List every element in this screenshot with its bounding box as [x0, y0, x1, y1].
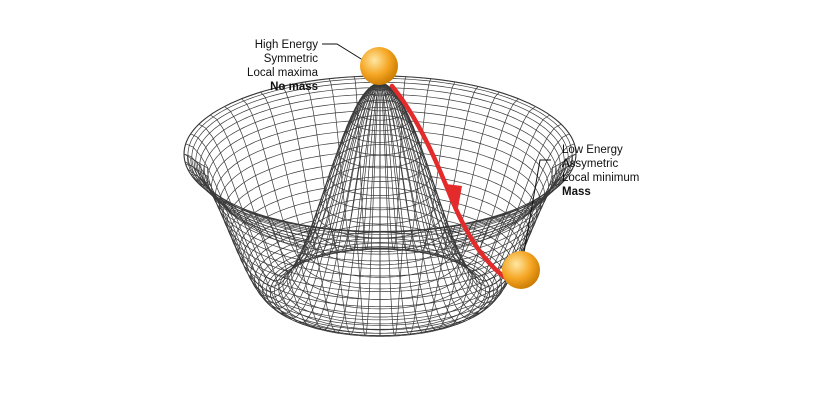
mesh-line [324, 83, 381, 331]
mesh-line [284, 83, 381, 315]
low-label-line-1: Low Energy [562, 144, 623, 156]
mesh-line [185, 163, 272, 299]
mesh-line [379, 83, 395, 336]
mesh-line [329, 228, 352, 335]
mesh-line [304, 81, 339, 252]
mesh-line [474, 114, 550, 271]
mesh-line [379, 83, 468, 319]
mesh-line [190, 173, 275, 304]
mesh-line [190, 133, 275, 282]
mesh-line [379, 83, 448, 327]
mesh-line [457, 98, 519, 262]
mesh-line [313, 83, 381, 259]
mesh-line [312, 83, 381, 327]
descent-arrowhead [446, 184, 462, 208]
mesh-line [408, 78, 432, 250]
mesh-line [434, 221, 479, 331]
mesh-line [305, 225, 339, 333]
mesh-surface [183, 75, 577, 337]
mesh-line [421, 225, 455, 333]
mesh-line [354, 230, 366, 336]
mesh-line [281, 86, 326, 255]
mesh-line [270, 218, 285, 243]
mesh-line [281, 221, 326, 331]
mesh-line [467, 201, 536, 319]
mesh-line [379, 82, 423, 253]
mesh-line [365, 83, 381, 336]
mesh-line [216, 197, 237, 219]
mesh-line [292, 83, 381, 267]
low-state-label: Low Energy Assymetric Local minimum Mass [562, 144, 639, 198]
high-label-line-1: High Energy [255, 39, 319, 51]
mesh-line [457, 208, 519, 324]
mesh-line [393, 76, 406, 249]
mesh-line [198, 123, 279, 276]
mesh-line [379, 82, 436, 256]
mesh-line [255, 214, 271, 238]
mesh-line [241, 208, 303, 324]
high-energy-ball [360, 47, 398, 85]
mesh-line [198, 183, 279, 310]
low-label-bold-line: Mass [562, 186, 591, 198]
mesh-line [379, 82, 409, 251]
mesh-line [210, 114, 286, 271]
mesh-line [324, 82, 381, 256]
mesh-line [183, 153, 271, 293]
descent-path-arrow [389, 83, 515, 285]
mesh-line [379, 83, 436, 331]
mesh-line [523, 197, 544, 219]
low-state-leader-line [521, 159, 551, 265]
mesh-line [485, 173, 570, 304]
mesh-line [278, 83, 380, 276]
mesh-line [408, 228, 431, 335]
mesh-line [265, 291, 495, 337]
mesh-line [379, 83, 468, 267]
mesh-line [394, 230, 406, 336]
mesh-line [260, 91, 314, 258]
mesh-line [351, 83, 381, 335]
mesh-line [446, 91, 500, 258]
mesh-line [185, 143, 272, 287]
mesh-line [488, 163, 575, 299]
mesh-line [481, 123, 562, 276]
mesh-line [485, 133, 570, 282]
mesh-line [379, 83, 409, 335]
mesh-line [354, 76, 367, 249]
mesh-line [489, 214, 505, 238]
mesh-line [475, 218, 490, 243]
mesh-line [292, 83, 381, 319]
low-label-line-3: Local minimum [562, 172, 639, 184]
mesh-line [328, 78, 352, 250]
mesh-line [337, 82, 381, 253]
low-energy-ball [502, 251, 540, 289]
mesh-line [351, 82, 381, 251]
high-label-bold-line: No mass [270, 81, 318, 93]
high-label-line-2: Symmetric [264, 53, 319, 65]
mesh-line [241, 98, 303, 262]
high-label-line-3: Local maxima [247, 67, 319, 79]
mesh-line [224, 106, 294, 266]
mesh-line [183, 75, 577, 233]
mesh-line [481, 183, 562, 310]
mesh-line [379, 83, 447, 259]
mesh-line [379, 83, 476, 315]
low-label-line-2: Assymetric [562, 158, 618, 170]
mesh-line [434, 86, 479, 255]
high-state-label: High Energy Symmetric Local maxima No ma… [247, 39, 319, 93]
high-state-leader-line [322, 43, 367, 63]
mesh-line [224, 201, 293, 319]
mesh-line [489, 153, 577, 293]
